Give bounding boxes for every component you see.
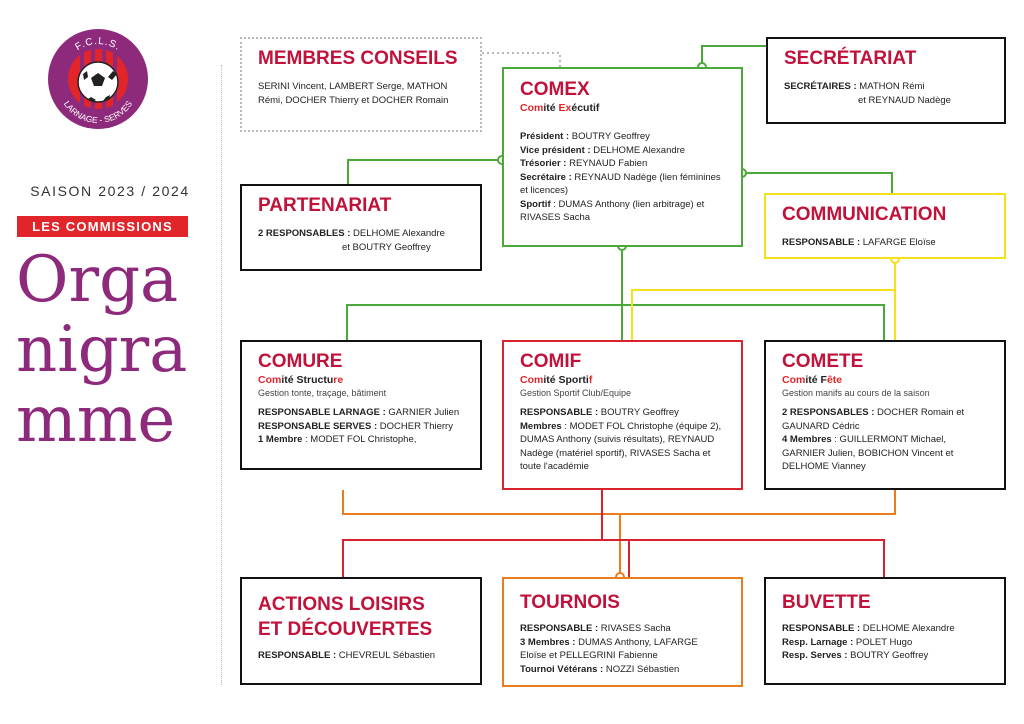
connector-comex-comure-comete <box>346 304 885 340</box>
connector-comex-communication <box>742 172 893 193</box>
box-title: BUVETTE <box>782 592 871 613</box>
box-comif: COMIF Comité Sportif Gestion Sportif Clu… <box>502 340 743 490</box>
vertical-divider <box>221 65 222 685</box>
box-subtitle: Comité Fête <box>782 374 843 386</box>
comex-row: Vice président : DELHOME Alexandre <box>520 144 686 156</box>
comure-members: RESPONSABLE LARNAGE : GARNIER Julien RES… <box>258 407 460 445</box>
subtitle-text: écutif <box>571 102 600 114</box>
box-communication: COMMUNICATION RESPONSABLE : LAFARGE Eloï… <box>764 193 1006 259</box>
page-title: Orga nigra mme <box>16 245 206 455</box>
actions-text: RESPONSABLE : CHEVREUL Sébastien <box>258 650 436 661</box>
commissions-badge: LES COMMISSIONS <box>17 216 188 237</box>
subtitle-text: ité <box>543 102 559 114</box>
connector-red-bottom <box>342 539 885 577</box>
page-title-line: Orga <box>16 243 179 317</box>
communication-text: RESPONSABLE : LAFARGE Eloïse <box>782 237 936 248</box>
box-subtitle: Comité Structure <box>258 374 344 386</box>
box-title: PARTENARIAT <box>258 195 392 216</box>
box-note: Gestion tonte, traçage, bâtiment <box>258 388 387 398</box>
connector-commissions-orange <box>342 490 896 515</box>
page-title-line: mme <box>16 383 176 457</box>
partenariat-text: 2 RESPONSABLES : DELHOME Alexandre et BO… <box>258 228 445 253</box>
comex-members: Président : BOUTRY Geoffrey Vice préside… <box>520 130 725 225</box>
box-secretariat: SECRÉTARIAT SECRÉTAIRES : MATHON Rémi et… <box>766 37 1006 124</box>
box-title: COMETE <box>782 351 864 372</box>
connector-membres-comex <box>482 52 561 67</box>
box-title: COMURE <box>258 351 343 372</box>
box-comex: COMEX Comité Exécutif Président : BOUTRY… <box>502 67 743 247</box>
box-comure: COMURE Comité Structure Gestion tonte, t… <box>240 340 482 470</box>
comete-members: 2 RESPONSABLES : DOCHER Romain et GAUNAR… <box>782 407 965 472</box>
box-title: SECRÉTARIAT <box>784 48 917 69</box>
comif-members: RESPONSABLE : BOUTRY Geoffrey Membres : … <box>520 407 722 472</box>
membres-text: SERINI Vincent, LAMBERT Serge, MATHON Ré… <box>258 81 449 106</box>
connector-communication-comif <box>631 289 895 340</box>
tournois-members: RESPONSABLE : RIVASES Sacha 3 Membres : … <box>520 623 698 675</box>
box-title: COMEX <box>520 79 590 100</box>
connector-comex-secretariat <box>701 45 766 67</box>
comex-row: Trésorier : REYNAUD Fabien <box>520 158 648 169</box>
secretariat-text: SECRÉTAIRES : MATHON Rémi et REYNAUD Nad… <box>784 81 951 106</box>
comex-row: Sportif : DUMAS Anthony (lien arbitrage)… <box>520 198 705 224</box>
connector-comex-partenariat <box>347 159 502 184</box>
box-buvette: BUVETTE RESPONSABLE : DELHOME Alexandre … <box>764 577 1006 685</box>
box-subtitle: Comité Exécutif <box>520 102 725 114</box>
box-title: MEMBRES CONSEILS <box>258 48 458 69</box>
subtitle-highlight: Ex <box>558 102 572 114</box>
box-comete: COMETE Comité Fête Gestion manifs au cou… <box>764 340 1006 490</box>
box-subtitle: Comité Sportif <box>520 374 593 386</box>
buvette-members: RESPONSABLE : DELHOME Alexandre Resp. La… <box>782 623 955 661</box>
box-title: COMIF <box>520 351 582 372</box>
box-note: Gestion manifs au cours de la saison <box>782 388 930 398</box>
club-logo: F.C.L.S. LARNAGE - SERVES <box>46 27 150 131</box>
box-title: COMMUNICATION <box>782 204 947 225</box>
season-label: SAISON 2023 / 2024 <box>30 183 190 199</box>
box-title: TOURNOIS <box>520 592 620 613</box>
comex-row: Président : BOUTRY Geoffrey <box>520 131 650 142</box>
box-note: Gestion Sportif Club/Equipe <box>520 388 632 398</box>
comex-row: Secrétaire : REYNAUD Nadège (lien fémini… <box>520 171 721 197</box>
subtitle-highlight: Com <box>520 102 544 114</box>
box-membres-conseils: MEMBRES CONSEILS SERINI Vincent, LAMBERT… <box>240 37 482 132</box>
box-partenariat: PARTENARIAT 2 RESPONSABLES : DELHOME Ale… <box>240 184 482 271</box>
box-tournois: TOURNOIS RESPONSABLE : RIVASES Sacha 3 M… <box>502 577 743 687</box>
page-title-line: nigra <box>16 313 188 387</box>
